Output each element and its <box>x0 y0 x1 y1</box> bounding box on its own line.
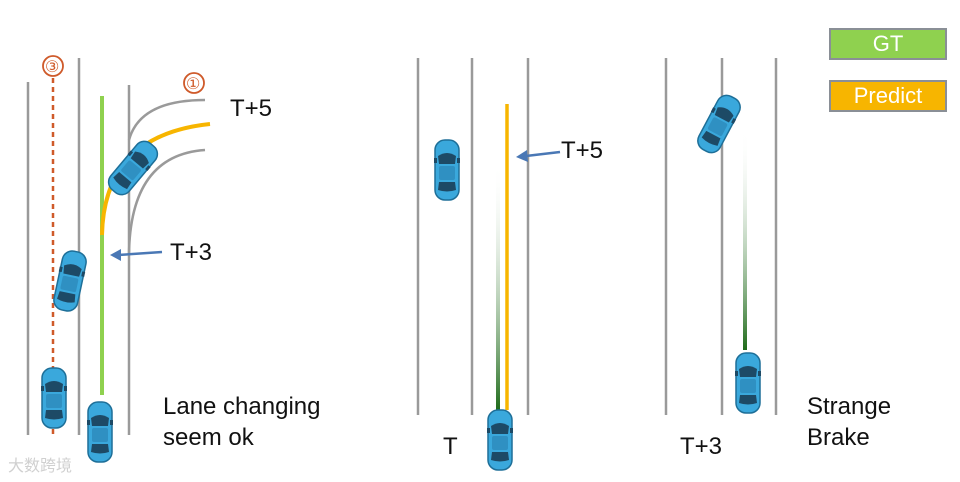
time-label-t3-scenario-1: T+3 <box>170 239 213 266</box>
caption-line2-scenario-3: Brake <box>807 424 870 451</box>
scenario-3 <box>664 58 778 415</box>
time-label-t5-scenario-2: T+5 <box>561 137 604 164</box>
scenario-1 <box>26 55 211 463</box>
route-marker-1: ① <box>186 76 201 93</box>
route-marker-3-circle <box>42 55 64 77</box>
lane-lines-2 <box>416 58 530 415</box>
lane-lines-1 <box>26 58 206 435</box>
ego-car-1 <box>86 401 114 463</box>
arrow-t5-2 <box>516 150 561 162</box>
gt-trajectory-3 <box>743 128 747 350</box>
time-label-t-scenario-2: T <box>443 433 458 460</box>
ego-car-3 <box>734 352 762 414</box>
watermark: 大数跨境 <box>8 456 73 475</box>
car-cutting-in <box>692 90 746 158</box>
car-left-lane <box>40 367 68 429</box>
time-label-t3-scenario-3: T+3 <box>680 433 723 460</box>
ego-car-2 <box>486 409 514 471</box>
route-marker-1-circle <box>183 72 205 94</box>
caption-line1-scenario-1: Lane changing <box>163 393 321 420</box>
caption-line1-scenario-3: Strange <box>807 393 892 420</box>
scenario-2 <box>416 58 561 471</box>
car-changing-lane <box>50 248 90 314</box>
time-label-t5-scenario-1: T+5 <box>230 95 273 122</box>
legend-gt: GT <box>829 28 947 60</box>
caption-line2-scenario-1: seem ok <box>163 424 254 451</box>
car-adjacent-lane <box>433 139 461 201</box>
route-marker-3: ③ <box>45 59 60 76</box>
gt-trajectory-2 <box>496 162 500 410</box>
car-turning <box>103 135 163 201</box>
legend-predict: Predict <box>829 80 947 112</box>
arrow-t3 <box>110 249 163 261</box>
